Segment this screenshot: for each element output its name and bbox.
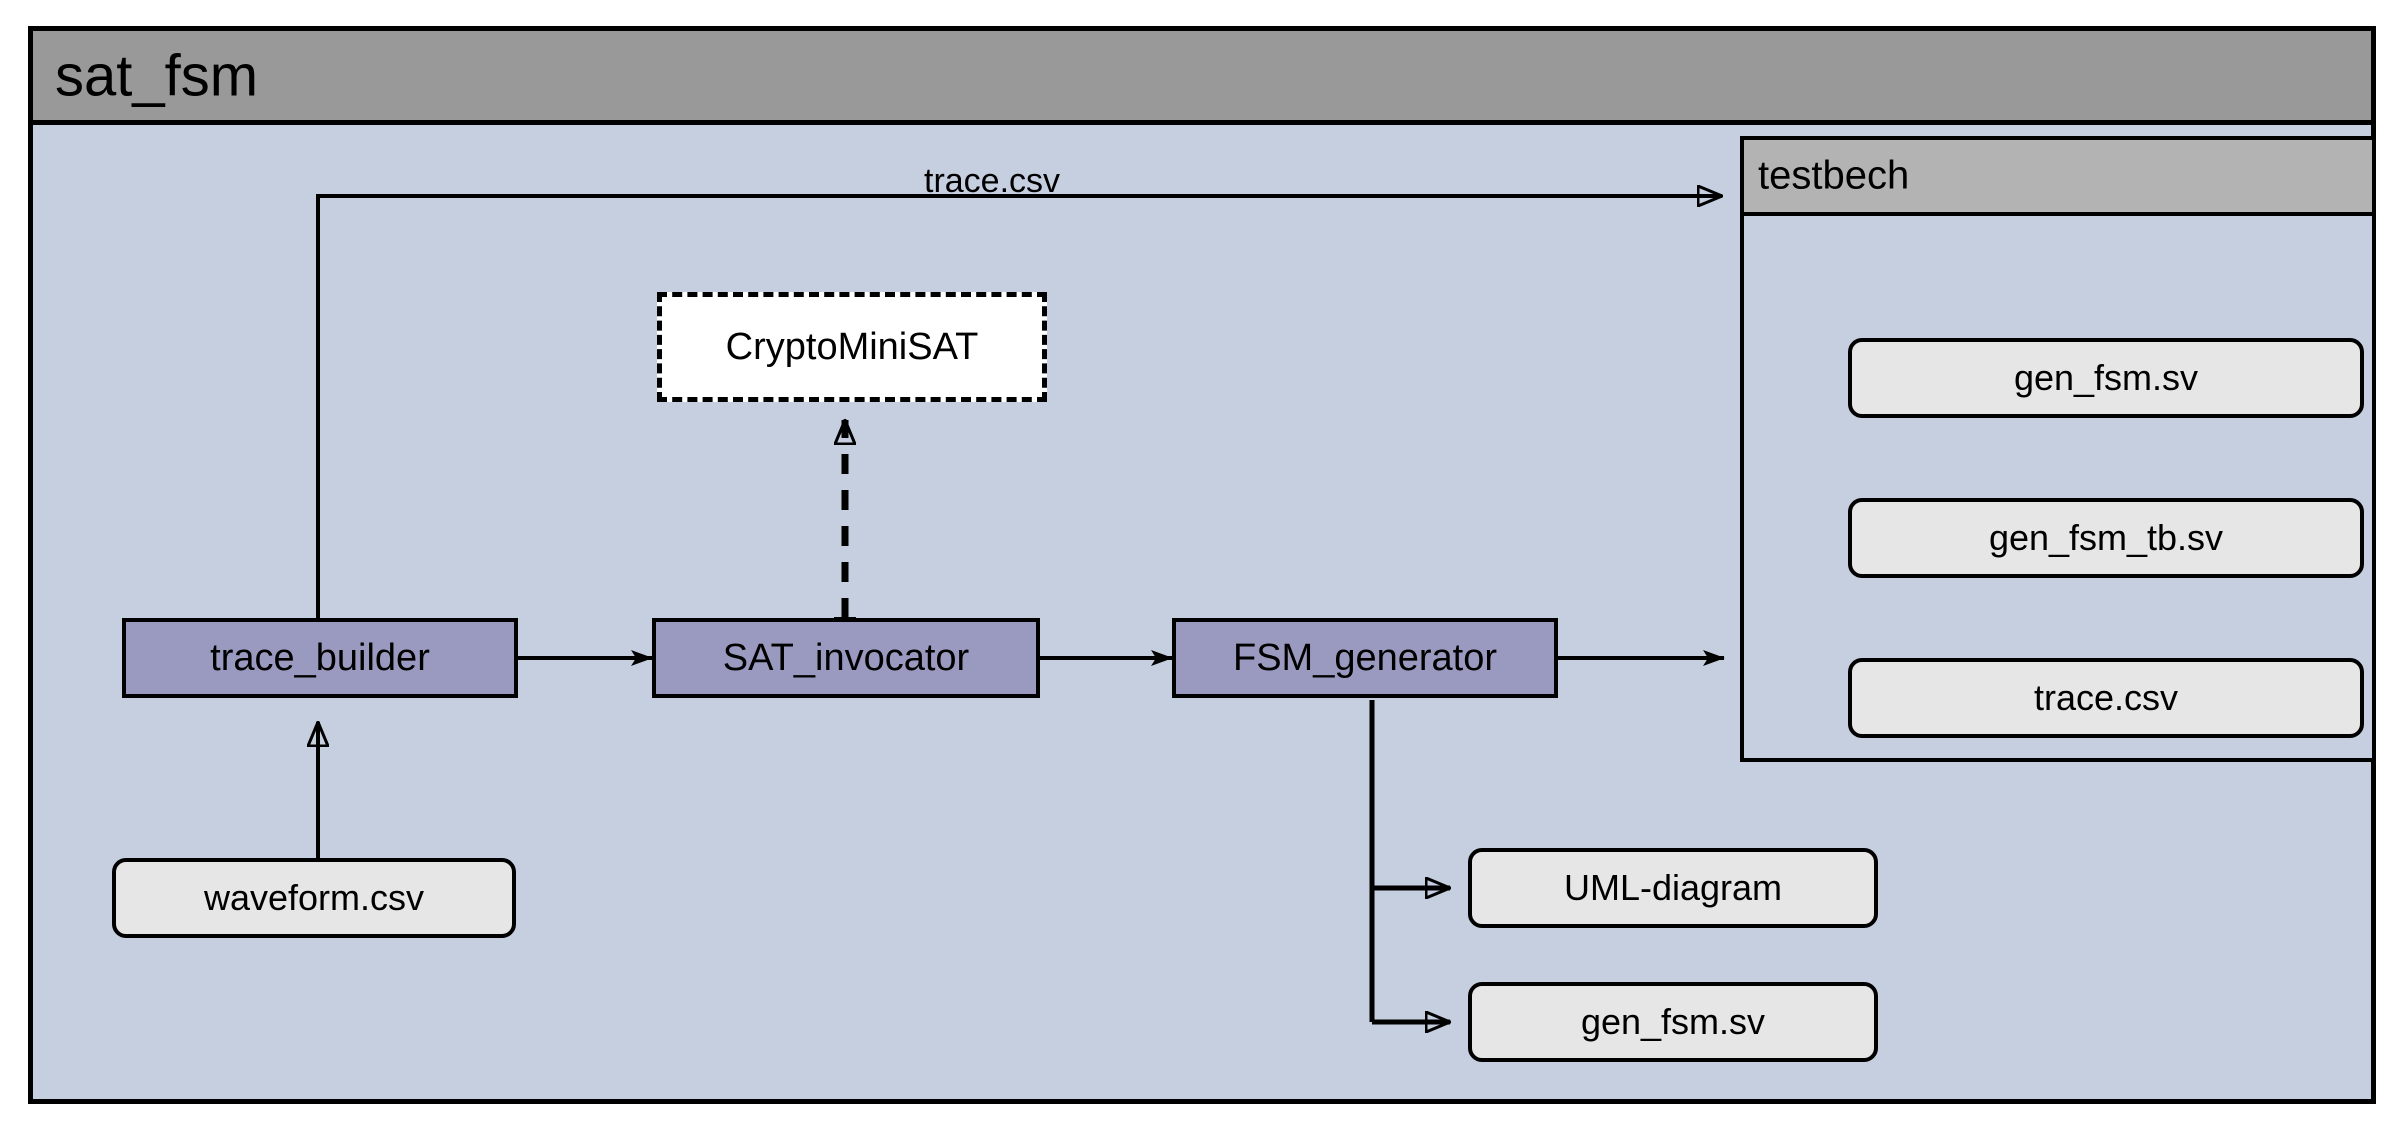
component-cryptominisat[interactable]: CryptoMiniSAT <box>657 292 1047 402</box>
package-testbech[interactable]: testbech <box>1740 136 2376 762</box>
package-sat-fsm-header: sat_fsm <box>33 31 2371 125</box>
package-testbech-header: testbech <box>1744 140 2372 216</box>
artifact-trace-csv[interactable]: trace.csv <box>1848 658 2364 738</box>
artifact-gen-fsm-sv-output[interactable]: gen_fsm.sv <box>1468 982 1878 1062</box>
artifact-uml-diagram[interactable]: UML-diagram <box>1468 848 1878 928</box>
package-testbech-label: testbech <box>1758 153 1910 198</box>
process-fsm-generator[interactable]: FSM_generator <box>1172 618 1558 698</box>
edge-label-trace-csv: trace.csv <box>924 162 1061 200</box>
artifact-gen-fsm-tb-sv[interactable]: gen_fsm_tb.sv <box>1848 498 2364 578</box>
artifact-gen-fsm-sv[interactable]: gen_fsm.sv <box>1848 338 2364 418</box>
process-sat-invocator[interactable]: SAT_invocator <box>652 618 1040 698</box>
page-title: sat_fsm <box>55 43 259 108</box>
artifact-waveform-csv[interactable]: waveform.csv <box>112 858 516 938</box>
process-trace-builder[interactable]: trace_builder <box>122 618 518 698</box>
